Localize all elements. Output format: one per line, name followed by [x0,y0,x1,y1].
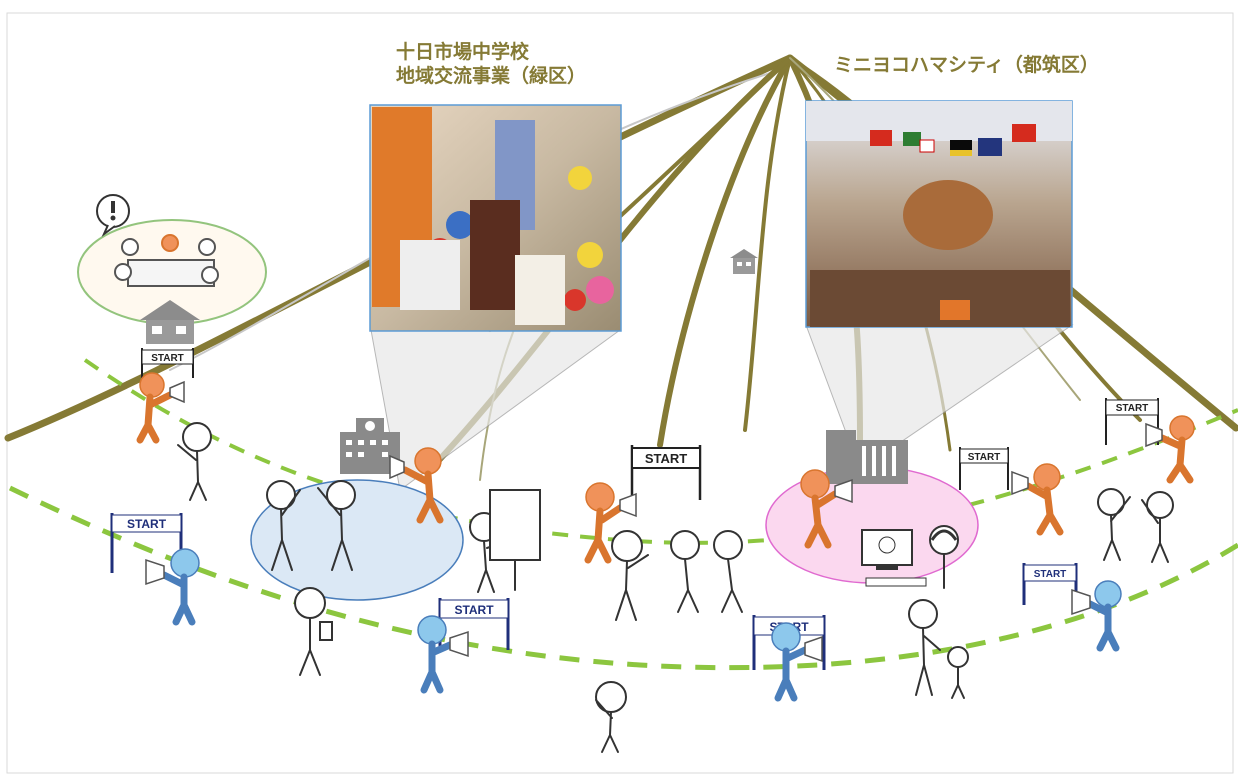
megaphone-icon [449,630,469,658]
exclamation-icon [96,194,130,238]
start-gate-label: START [151,353,184,364]
computer-icon [861,529,927,587]
house-icon [140,300,200,344]
person-blue-2 [417,615,469,694]
person-white-reading [294,587,333,676]
whiteboard-icon [489,489,541,561]
person-white-walker-1 [670,530,700,613]
megaphone-icon [1071,588,1091,616]
megaphone-icon [804,635,823,663]
start-gate-label: START [127,517,167,531]
person-white-walker-2 [713,530,743,613]
person-white-highfive-4 [1141,491,1174,563]
start-gate-label: START [1034,569,1067,580]
label-tokaichiba: 十日市場中学校 地域交流事業（緑区） [396,40,586,88]
photo-tokaichiba [369,104,622,332]
person-white-happy [611,530,649,621]
person-white-waving [177,422,212,501]
person-white-adult [908,599,941,696]
frame-border [6,12,1234,774]
house-icon-small [730,249,758,274]
megaphone-icon [834,478,853,504]
start-gate-6: START [959,447,1009,490]
person-blue-4 [1071,580,1122,652]
person-white-child [947,646,969,699]
megaphone-icon [619,492,637,518]
person-blue-3 [771,622,823,702]
megaphone-icon [389,454,405,480]
callout-left [370,329,622,491]
label-tokaichiba-line2: 地域交流事業（緑区） [396,65,587,87]
headset-icon [930,529,958,541]
city-building-icon [826,430,908,484]
branch-center-2 [743,56,792,432]
start-gate-1: START [141,348,194,378]
person-orange-6 [1145,415,1195,484]
megaphone-icon [145,558,165,586]
start-gate-3: START [630,445,702,500]
person-blue-1 [145,548,200,626]
start-gate-label: START [454,603,494,617]
person-white-highfive-1 [266,480,301,571]
person-orange-5 [1011,463,1064,536]
dashed-path-lower [8,485,1238,671]
photo-minyokohama [805,100,1073,328]
start-gate-label: START [1116,403,1149,414]
idea-circle [77,219,267,325]
person-white-highfive-3 [1097,488,1131,561]
start-gate-label: START [968,452,1001,463]
branch-left-main [4,54,794,442]
megaphone-icon [169,380,185,404]
people-white [177,422,1174,753]
person-white-highfive-2 [317,480,356,571]
circle-school-event [250,479,464,601]
megaphone-icon [1011,470,1029,496]
megaphone-icon [1145,422,1163,448]
label-tokaichiba-line1: 十日市場中学校 [396,41,530,63]
start-gate-8: START [1022,563,1078,605]
start-gate-label: START [645,451,687,466]
person-white-thinking [595,681,627,753]
branch-center-1 [657,55,793,448]
person-orange-1 [136,372,185,444]
person-orange-4 [800,469,853,549]
label-minyokohama: ミニヨコハマシティ（都筑区） [834,54,1099,76]
person-orange-2 [389,447,444,524]
person-orange-3 [584,482,637,564]
